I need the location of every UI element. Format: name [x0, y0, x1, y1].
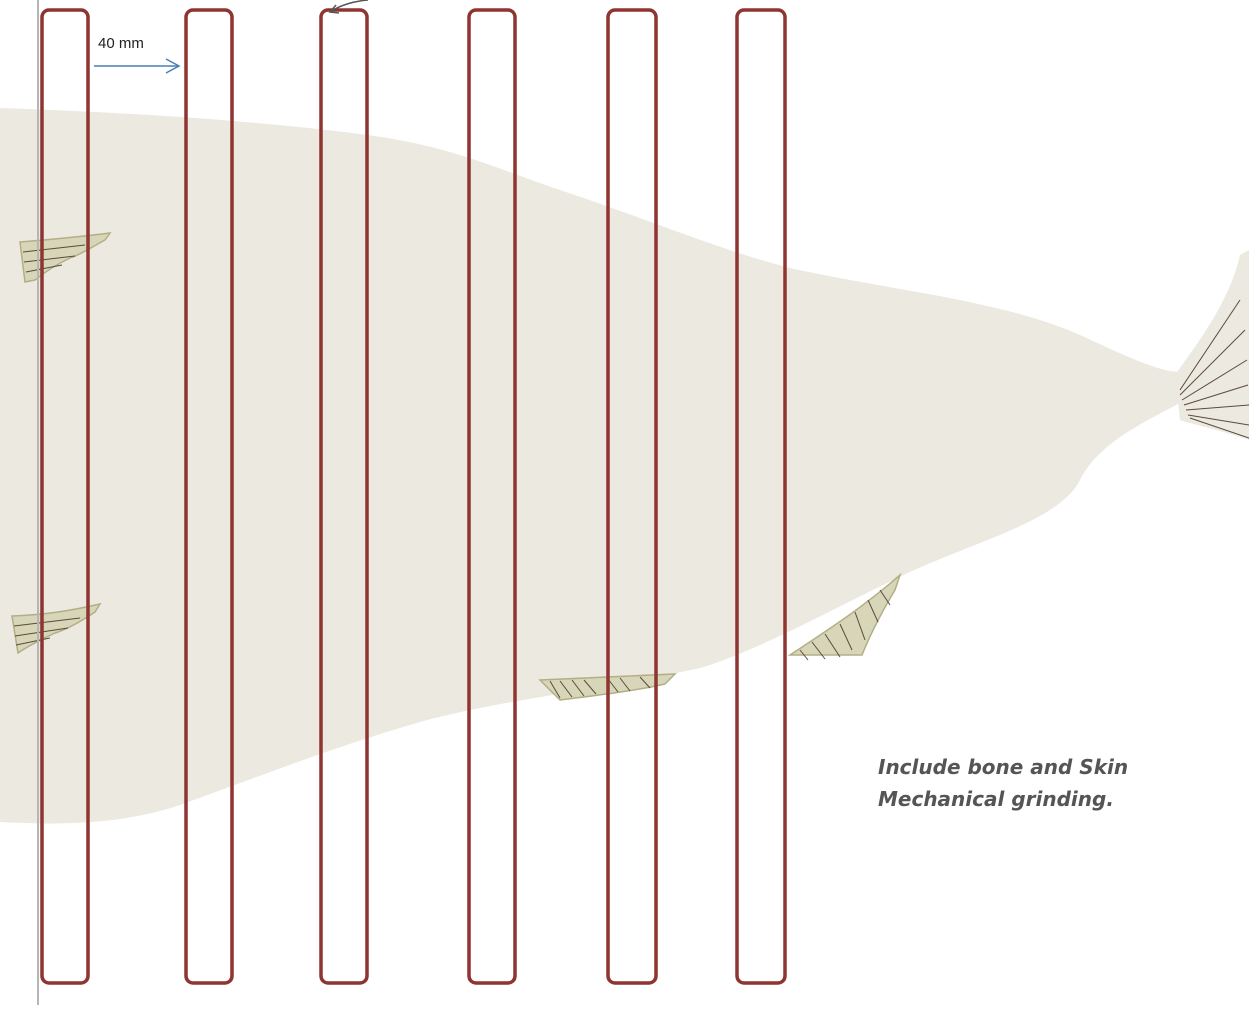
note-line-2: Mechanical grinding. — [878, 783, 1128, 815]
fish-body — [0, 108, 1185, 823]
right-arrow-icon — [94, 59, 179, 73]
processing-note: Include bone and Skin Mechanical grindin… — [878, 751, 1128, 815]
tail-fin — [1175, 250, 1249, 440]
measurement-label: 40 mm — [98, 35, 144, 52]
note-line-1: Include bone and Skin — [878, 751, 1128, 783]
